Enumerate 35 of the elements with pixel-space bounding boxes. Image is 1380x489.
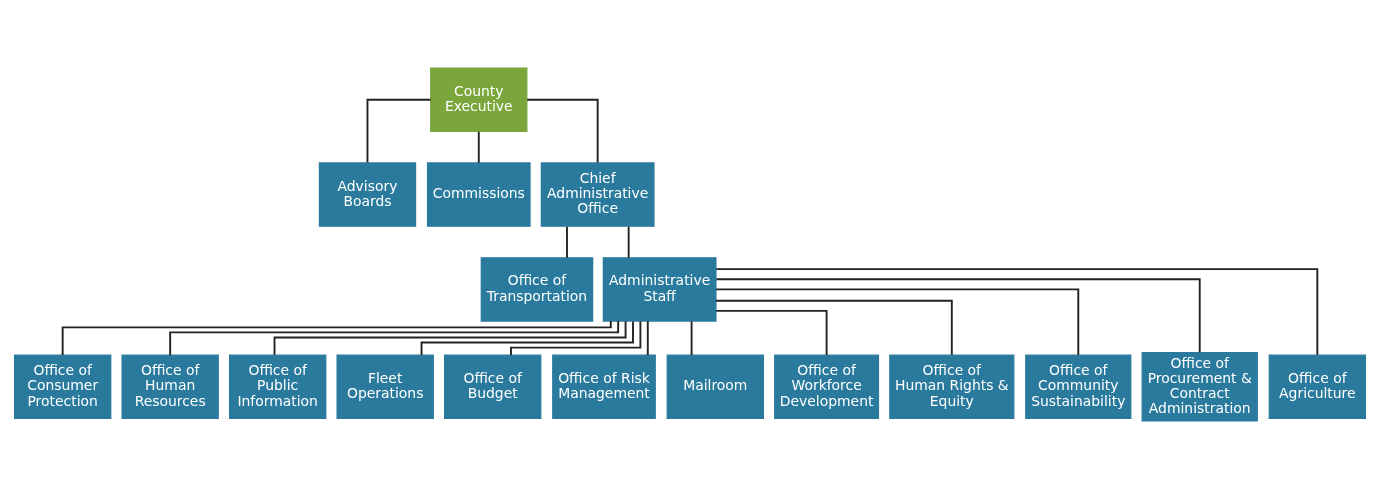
connector [715, 309, 828, 356]
node-box: Office of Risk Management [552, 354, 656, 420]
connector [273, 320, 627, 356]
connector [690, 320, 693, 357]
node-box: Administrative Staff [602, 257, 717, 322]
node-box: Office of Public Information [229, 354, 327, 420]
node-box: Office of Consumer Protection [13, 354, 112, 420]
connector [646, 320, 649, 357]
connector [627, 225, 630, 259]
node-box: Chief Administrative Office [540, 162, 655, 227]
node-box: Mailroom [666, 354, 764, 420]
node-box: Office of Budget [444, 354, 542, 420]
node-box: Office of Human Rights & Equity [889, 354, 1015, 420]
node-box: Advisory Boards [318, 162, 417, 227]
node-box: County Executive [430, 67, 528, 132]
node-box: Office of Transportation [480, 257, 594, 322]
connector [715, 288, 1080, 356]
node-box: Office of Community Sustainability [1025, 354, 1132, 420]
connector [477, 130, 480, 164]
connector [61, 320, 612, 356]
node-box: Office of Procurement & Contract Administration [1141, 352, 1258, 422]
node-box: Office of Human Resources [121, 354, 219, 420]
connector [715, 268, 1319, 356]
node-box: Fleet Operations [336, 354, 434, 420]
connector [510, 320, 642, 357]
connector [169, 320, 620, 357]
connector [526, 98, 599, 164]
connector [715, 278, 1201, 354]
node-box: Office of Agriculture [1268, 354, 1367, 420]
connector [715, 299, 953, 356]
node-box: Office of Workforce Development [774, 354, 880, 420]
node-box: Commissions [426, 162, 531, 227]
connector [420, 320, 634, 357]
connector [566, 225, 568, 259]
connector [366, 98, 432, 164]
